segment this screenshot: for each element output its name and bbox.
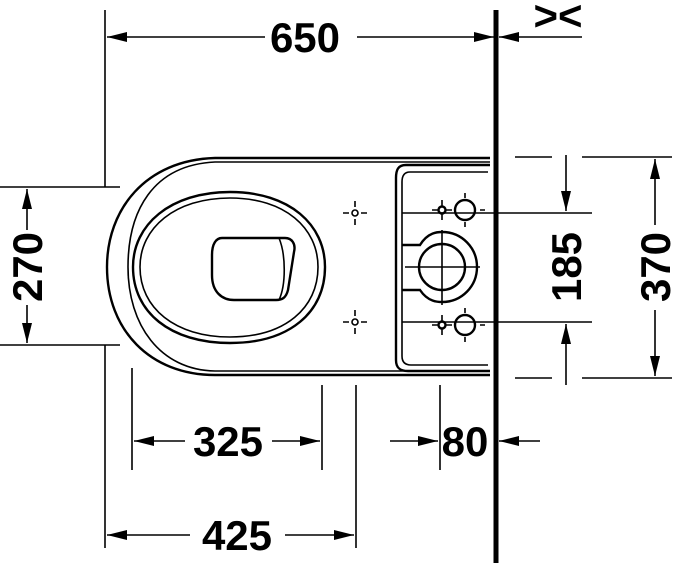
dimension-80: 80 xyxy=(390,385,540,470)
dimension-185: 185 xyxy=(515,155,590,385)
bowl-opening xyxy=(210,236,296,302)
dimension-650: 650 xyxy=(104,10,582,187)
svg-text:325: 325 xyxy=(193,418,263,465)
svg-text:425: 425 xyxy=(202,512,272,559)
svg-text:650: 650 xyxy=(270,14,340,61)
dimension-325: 325 xyxy=(131,368,323,470)
cistern xyxy=(394,163,490,373)
dimension-370: 370 xyxy=(582,156,679,379)
svg-text:270: 270 xyxy=(4,232,51,302)
svg-text:80: 80 xyxy=(442,418,489,465)
toilet-body xyxy=(105,156,490,377)
wall-symbol: >< xyxy=(533,0,582,39)
fixing-points xyxy=(343,201,367,334)
dimension-270: 270 xyxy=(0,186,120,346)
dimension-425: 425 xyxy=(104,345,357,559)
svg-text:370: 370 xyxy=(632,232,679,302)
svg-text:185: 185 xyxy=(543,232,590,302)
seat-outline xyxy=(131,190,327,345)
